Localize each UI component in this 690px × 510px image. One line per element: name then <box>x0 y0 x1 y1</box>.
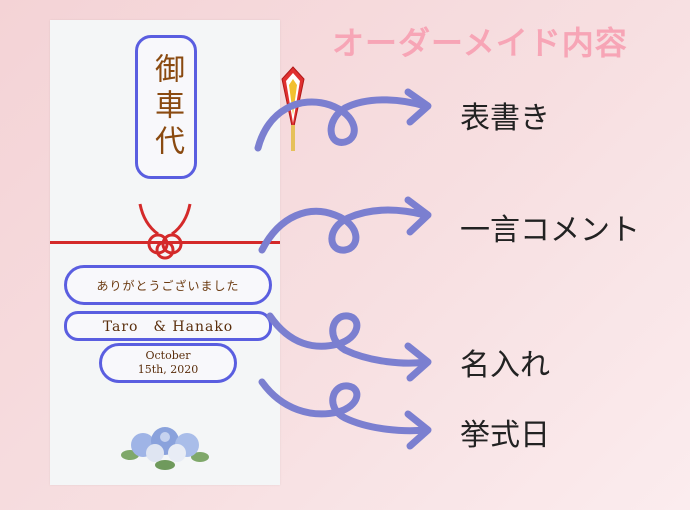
label-name: 名入れ <box>460 348 550 383</box>
mizuhiki-knot-icon <box>138 203 192 260</box>
names-box: Taro & Hanako <box>64 311 272 341</box>
title-box: 御車代 <box>135 35 197 179</box>
label-omotegaki: 表書き <box>460 101 550 136</box>
date-line-1: October <box>145 349 191 362</box>
envelope-card: 御車代 ありがとうございました Taro & Hanako October 15… <box>50 20 305 485</box>
noshi-ornament-icon <box>281 66 305 151</box>
date-box: October 15th, 2020 <box>99 343 237 383</box>
curly-arrow-icon <box>258 378 429 435</box>
label-comment: 一言コメント <box>460 213 640 248</box>
title-text: 御車代 <box>149 53 184 161</box>
names-text: Taro & Hanako <box>102 319 234 335</box>
curly-arrow-icon <box>266 312 429 367</box>
page-heading: オーダーメイド内容 <box>332 24 628 62</box>
label-date: 挙式日 <box>460 418 550 453</box>
message-box: ありがとうございました <box>64 265 272 305</box>
message-text: ありがとうございました <box>96 278 240 293</box>
hydrangea-bouquet-icon <box>121 427 209 470</box>
curly-arrow-icon <box>258 206 429 254</box>
curly-arrow-icon <box>254 96 429 152</box>
date-line-2: 15th, 2020 <box>137 363 199 376</box>
